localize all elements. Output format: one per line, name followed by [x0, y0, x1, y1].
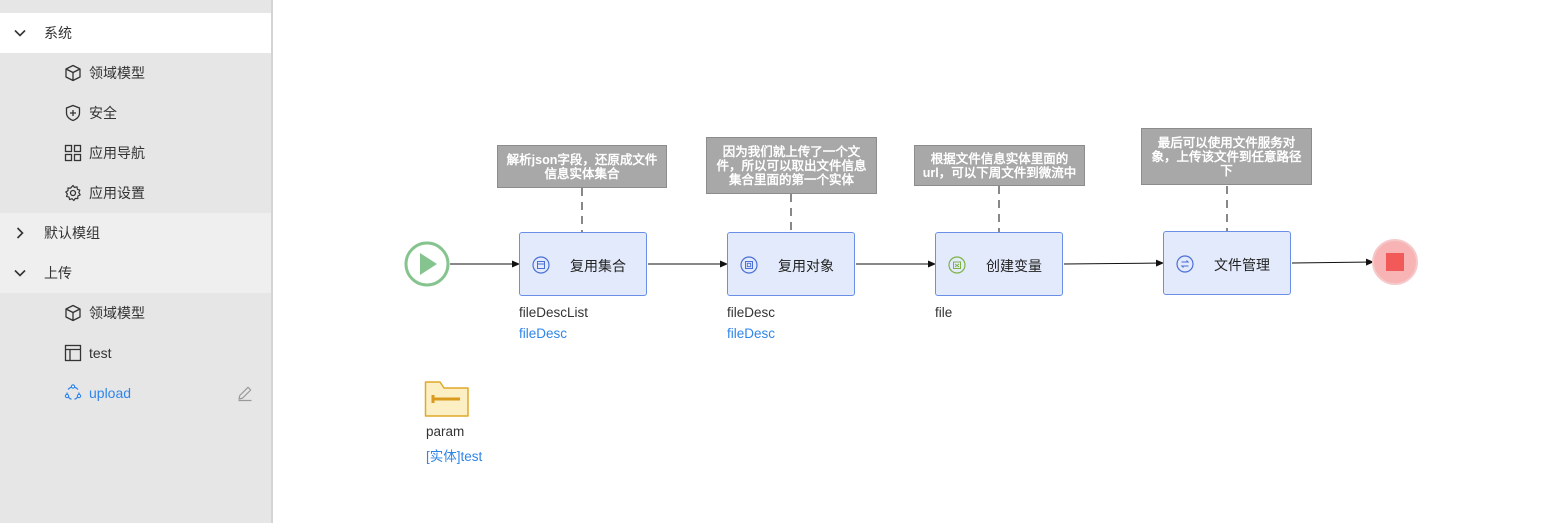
sequence-flow[interactable] — [1063, 259, 1164, 267]
sidebar-item-app-settings[interactable]: 应用设置 — [0, 173, 271, 213]
sidebar-group-label: 系统 — [44, 25, 72, 41]
activity-label: 创建变量 — [986, 258, 1042, 274]
sidebar-item-label: test — [89, 345, 112, 361]
grid-icon — [64, 144, 82, 162]
output-variable-name: fileDescList — [519, 305, 589, 320]
annotation-text: 根据文件信息实体里面的url，可以下周文件到微流中 — [922, 151, 1077, 180]
cube-icon — [64, 304, 82, 322]
parameter-name: param — [426, 424, 465, 439]
cube-icon — [64, 64, 82, 82]
chevron-down-icon — [12, 25, 28, 41]
sidebar-item-app-navigation[interactable]: 应用导航 — [0, 133, 271, 173]
output-variable-type: fileDesc — [727, 326, 776, 341]
sidebar-item-label: 领域模型 — [89, 65, 145, 81]
activity-retrieve-list[interactable]: 复用集合 — [519, 232, 647, 296]
shield-plus-icon — [64, 104, 82, 122]
sidebar-group-system[interactable]: 系统 — [0, 13, 271, 53]
sidebar-item-label: 应用导航 — [89, 145, 145, 161]
sidebar-group-default-module[interactable]: 默认模组 — [0, 213, 271, 253]
edit-pencil-icon[interactable] — [236, 384, 254, 402]
activity-label: 复用对象 — [778, 258, 834, 274]
sidebar-item-upload[interactable]: upload — [0, 373, 271, 413]
chevron-right-icon — [12, 225, 28, 241]
output-variable-name: file — [935, 305, 953, 320]
end-event[interactable] — [1371, 238, 1419, 286]
sidebar-item-label: upload — [89, 385, 132, 401]
parameter-type: [实体]test — [426, 449, 483, 464]
annotation-note[interactable]: 最后可以使用文件服务对象，上传该文件到任意路径下 — [1141, 128, 1312, 185]
activity-file-management[interactable]: 文件管理 — [1163, 231, 1291, 295]
sidebar-item-security[interactable]: 安全 — [0, 93, 271, 133]
microflow-icon — [64, 384, 82, 402]
sidebar-group-label: 上传 — [44, 265, 72, 281]
play-icon — [420, 253, 437, 275]
output-variable-type: fileDesc — [519, 326, 568, 341]
flow-connectors — [450, 186, 1374, 268]
sidebar-group-upload[interactable]: 上传 — [0, 253, 271, 293]
sidebar-item-domain-model[interactable]: 领域模型 — [0, 53, 271, 93]
sidebar-item-test[interactable]: test — [0, 333, 271, 373]
sequence-flow[interactable] — [1291, 258, 1374, 266]
table-icon — [64, 344, 82, 362]
annotation-note[interactable]: 因为我们就上传了一个文件，所以可以取出文件信息集合里面的第一个实体 — [706, 137, 877, 194]
file-service-icon — [1176, 255, 1194, 273]
sidebar-top-strip — [0, 0, 271, 13]
annotation-text: 因为我们就上传了一个文件，所以可以取出文件信息集合里面的第一个实体 — [716, 144, 867, 187]
activity-label: 复用集合 — [570, 258, 626, 274]
stop-icon — [1386, 253, 1404, 271]
sidebar-group-label: 默认模组 — [44, 225, 100, 241]
sidebar: 系统 领域模型 安全 应用导航 应用设置 默认模组 — [0, 0, 273, 523]
parameter-folder-icon[interactable] — [424, 380, 470, 418]
annotation-note[interactable]: 解析json字段，还原成文件信息实体集合 — [497, 145, 667, 188]
microflow-canvas[interactable]: 解析json字段，还原成文件信息实体集合 因为我们就上传了一个文件，所以可以取出… — [273, 0, 1548, 523]
object-icon — [740, 256, 758, 274]
sidebar-item-label: 安全 — [89, 105, 117, 121]
sidebar-item-label: 领域模型 — [89, 305, 145, 321]
sidebar-item-label: 应用设置 — [89, 185, 145, 201]
annotation-note[interactable]: 根据文件信息实体里面的url，可以下周文件到微流中 — [914, 145, 1085, 186]
activity-label: 文件管理 — [1214, 257, 1270, 273]
list-icon — [532, 256, 550, 274]
activity-create-variable[interactable]: 创建变量 — [935, 232, 1063, 296]
output-variable-name: fileDesc — [727, 305, 776, 320]
sidebar-item-domain-model[interactable]: 领域模型 — [0, 293, 271, 333]
gear-icon — [64, 184, 82, 202]
annotation-text: 解析json字段，还原成文件信息实体集合 — [506, 152, 658, 181]
variable-icon — [948, 256, 966, 274]
chevron-down-icon — [12, 265, 28, 281]
activity-retrieve-object[interactable]: 复用对象 — [727, 232, 855, 296]
annotation-text: 最后可以使用文件服务对象，上传该文件到任意路径下 — [1151, 135, 1302, 178]
start-event[interactable] — [403, 240, 451, 288]
